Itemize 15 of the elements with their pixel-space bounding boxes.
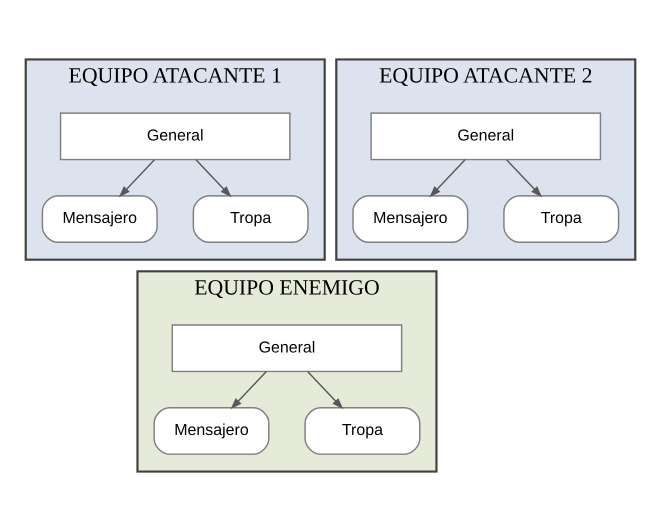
arrow: [230, 371, 267, 410]
node-box: Tropa: [304, 407, 420, 455]
node-box: Tropa: [192, 195, 309, 243]
arrow: [195, 159, 232, 198]
arrow: [118, 159, 156, 198]
arrow: [506, 159, 542, 198]
node-box: General: [60, 112, 291, 160]
node-box: Tropa: [503, 195, 620, 243]
node-box: Mensajero: [153, 407, 270, 455]
node-box: General: [172, 324, 402, 372]
arrow: [307, 371, 344, 410]
node-box: Mensajero: [42, 195, 158, 243]
node-box: General: [370, 112, 602, 160]
arrow: [429, 159, 466, 198]
node-box: Mensajero: [352, 195, 468, 243]
